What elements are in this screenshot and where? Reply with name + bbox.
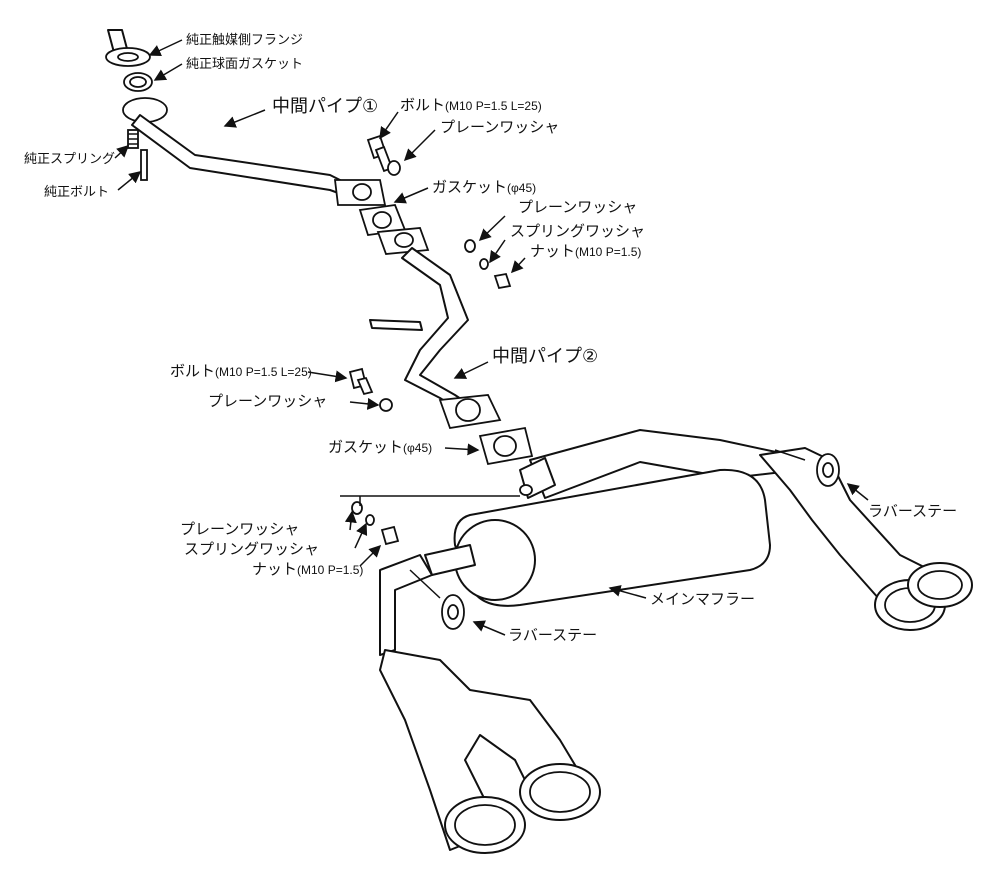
main-muffler [379, 429, 941, 656]
mid-pipe-2 [369, 227, 502, 430]
tailpipe-left [379, 649, 601, 854]
rubber-stay-left [409, 569, 465, 630]
label-oem-cat-flange: 純正触媒側フランジ [186, 33, 303, 48]
nut-2 [380, 525, 400, 546]
oem-spring [127, 129, 139, 149]
spring-washer-2 [365, 514, 375, 526]
nut-1 [493, 272, 512, 290]
label-spring-washer-2: スプリングワッシャ [184, 540, 319, 558]
label-mid-pipe-2: 中間パイプ② [492, 346, 598, 367]
oem-bolt [140, 149, 148, 181]
gasket-2 [478, 426, 534, 466]
bolt-2 [348, 367, 374, 396]
label-mid-pipe-1: 中間パイプ① [272, 96, 378, 117]
label-oem-bolt: 純正ボルト [44, 185, 109, 200]
label-plain-washer-4: プレーンワッシャ [180, 520, 299, 538]
label-rubber-stay-left: ラバーステー [508, 626, 597, 644]
label-plain-washer-3: プレーンワッシャ [208, 392, 327, 410]
plain-washer-3 [379, 398, 393, 412]
label-plain-washer-2: プレーンワッシャ [518, 198, 637, 216]
alignment-lines [340, 495, 520, 506]
label-oem-ball-gasket: 純正球面ガスケット [186, 57, 303, 72]
spring-washer-1 [479, 258, 489, 270]
oem-cat-flange [105, 47, 151, 67]
label-plain-washer-1: プレーンワッシャ [440, 118, 559, 136]
tailpipe-right [874, 562, 973, 631]
label-oem-spring: 純正スプリング [24, 152, 115, 167]
plain-washer-2 [464, 239, 476, 253]
oem-ball-gasket [123, 72, 153, 92]
label-spring-washer-1: スプリングワッシャ [510, 222, 645, 240]
leader-arrows [114, 39, 869, 636]
rubber-stay-right [774, 449, 840, 487]
plain-washer-1 [387, 160, 401, 176]
label-bolt-2: ボルト(M10 P=1.5 L=25) [170, 362, 312, 380]
label-gasket-1: ガスケット(φ45) [432, 178, 536, 196]
label-gasket-2: ガスケット(φ45) [328, 438, 432, 456]
label-nut-2: ナット(M10 P=1.5) [252, 560, 363, 578]
mid-pipe-1 [122, 97, 387, 206]
label-rubber-stay-right: ラバーステー [868, 502, 957, 520]
labels: 純正触媒側フランジ 純正球面ガスケット 中間パイプ① ボルト(M10 P=1.5… [24, 33, 957, 644]
label-nut-1: ナット(M10 P=1.5) [530, 242, 641, 260]
label-main-muffler: メインマフラー [650, 590, 755, 608]
label-bolt-1: ボルト(M10 P=1.5 L=25) [400, 96, 542, 114]
